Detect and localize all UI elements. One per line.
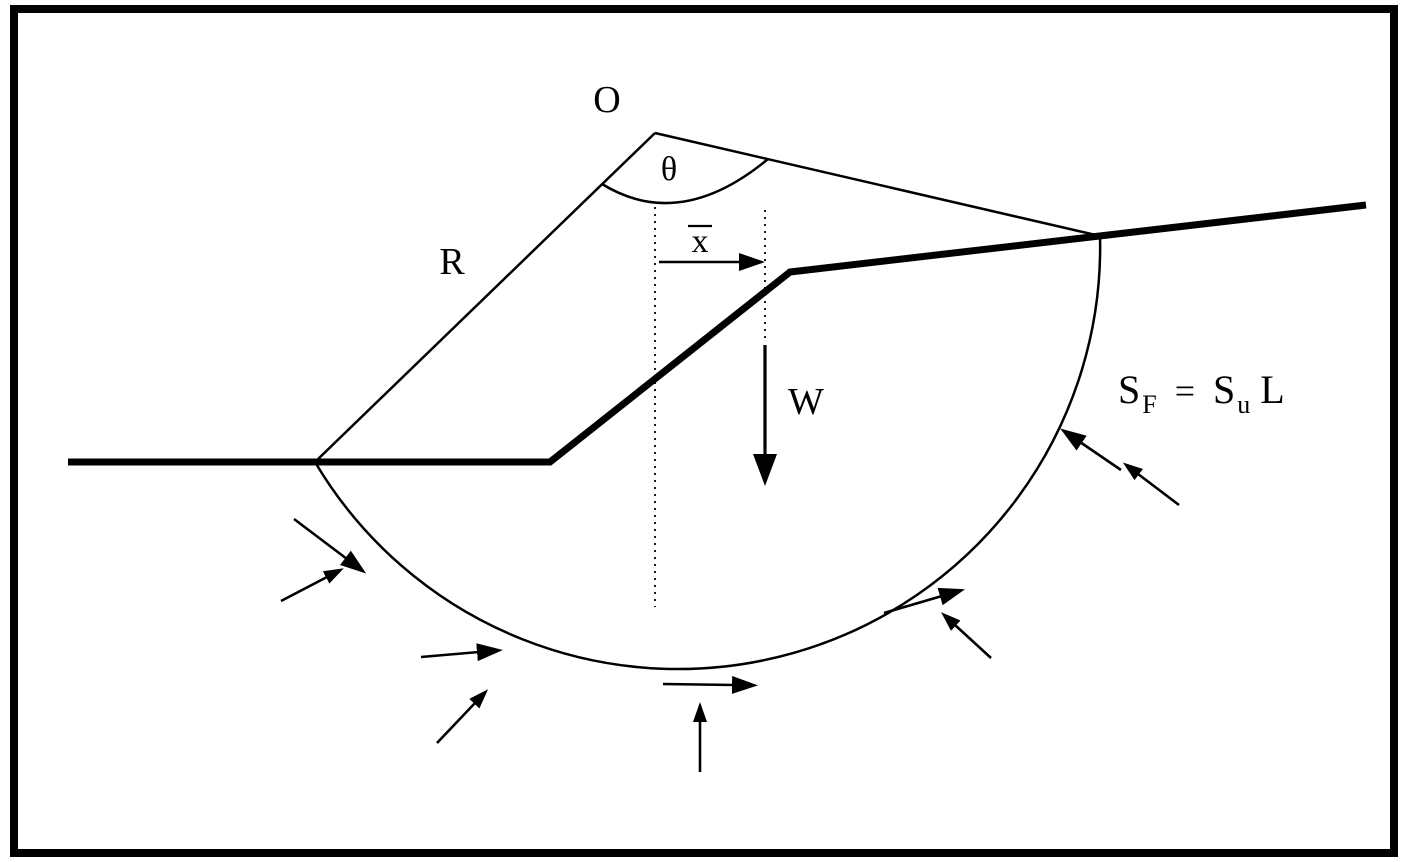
theta-angle-arc xyxy=(601,158,769,205)
figure-border xyxy=(10,5,1398,857)
shear-eq-length: L xyxy=(1260,367,1284,412)
shear-arrow-2-tangent xyxy=(420,643,503,662)
shear-arrow-2-normal xyxy=(436,689,489,744)
shear-eq-s-sub: F xyxy=(1142,390,1156,419)
radius-label: R xyxy=(439,241,465,283)
shear-arrow-1-tangent xyxy=(293,517,367,574)
shear-eq-s: S xyxy=(1118,367,1140,412)
shear-eq-su: S xyxy=(1213,367,1235,412)
xbar-label: x xyxy=(692,223,709,260)
shear-eq-su-sub: u xyxy=(1237,390,1250,419)
weight-label: W xyxy=(788,381,824,423)
radius-line-left xyxy=(314,132,656,463)
shear-arrow-4-tangent xyxy=(883,587,966,615)
shear-arrow-3-tangent xyxy=(662,675,758,694)
shear-arrow-5-normal-small xyxy=(1122,462,1180,507)
shear-arrow-5-normal-large xyxy=(1060,428,1122,472)
ground-profile-line xyxy=(68,201,1367,466)
shear-arrows xyxy=(280,428,1180,772)
shear-arrow-1-normal xyxy=(280,568,344,603)
shear-arrow-4-normal xyxy=(940,612,992,659)
center-point-label: O xyxy=(593,79,620,121)
theta-label: θ xyxy=(661,151,677,188)
radius-line-right xyxy=(654,131,1101,238)
failure-arc xyxy=(313,235,1102,671)
shear-eq-equals: = xyxy=(1175,371,1195,411)
